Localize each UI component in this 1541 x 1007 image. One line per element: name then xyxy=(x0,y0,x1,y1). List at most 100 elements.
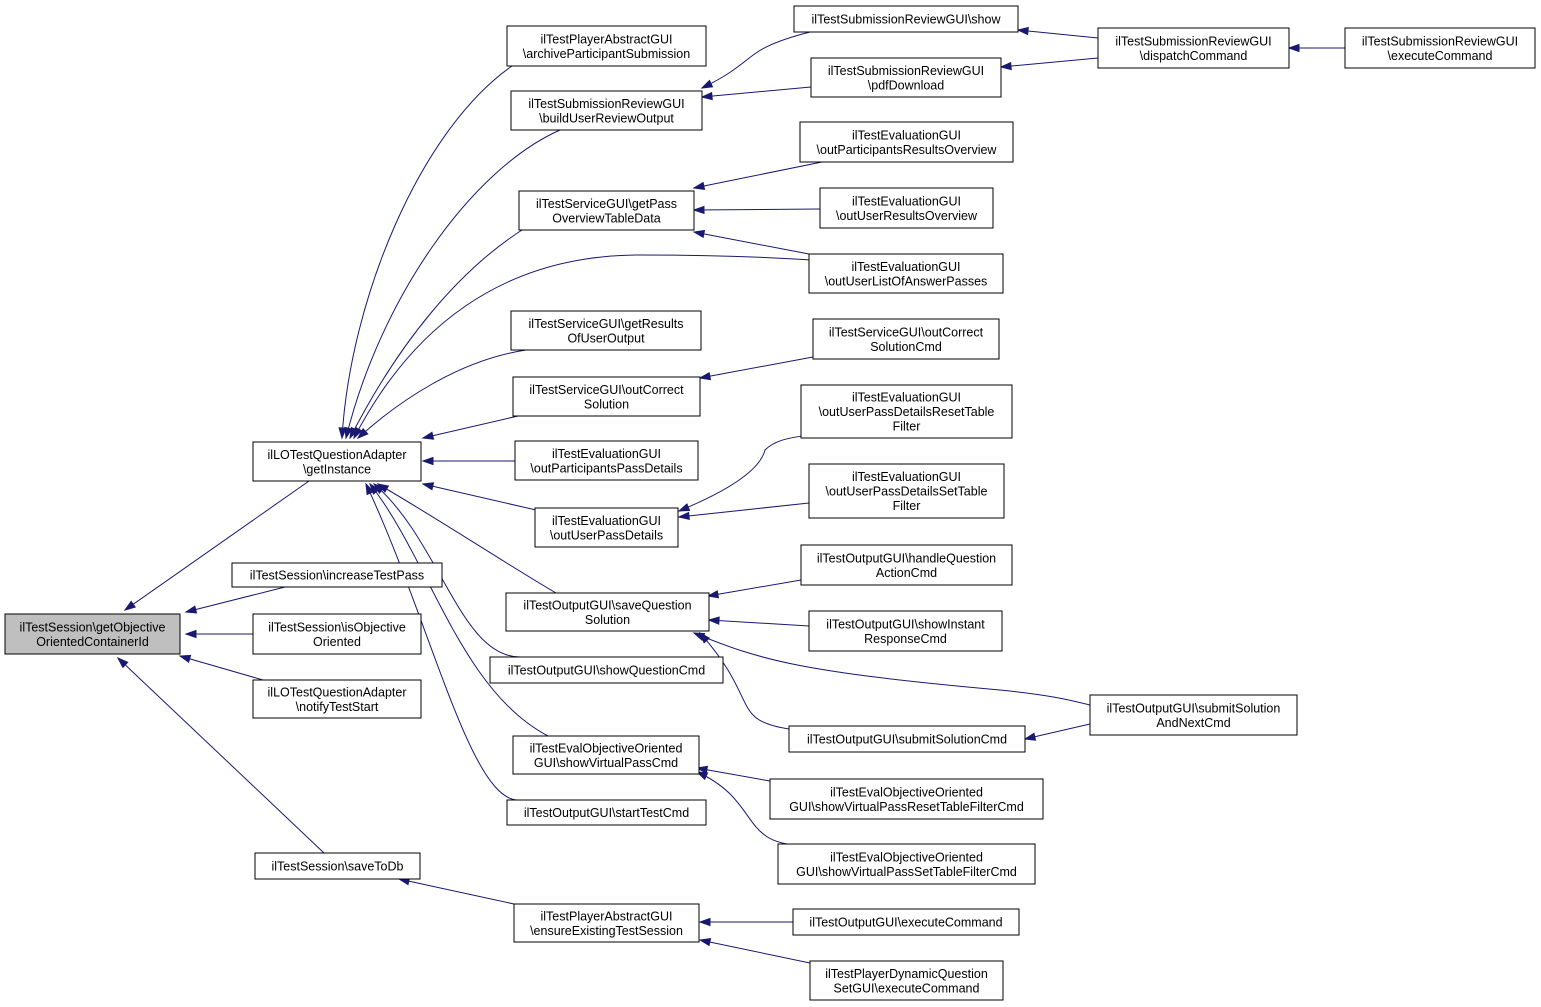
node-label-line: ilTestOutputGUI\startTestCmd xyxy=(524,806,689,820)
edge-line xyxy=(349,229,523,439)
node-review-dispatch[interactable]: ilTestSubmissionReviewGUI\dispatchComman… xyxy=(1097,27,1290,69)
edge-evalobj_showVirtual-to-adapter_getInstance xyxy=(369,482,549,737)
arrowhead-icon xyxy=(184,605,198,614)
node-label-line: ActionCmd xyxy=(876,566,937,580)
edge-line xyxy=(696,767,771,782)
node-evalobj-setFilter[interactable]: ilTestEvalObjectiveOrientedGUI\showVirtu… xyxy=(777,843,1036,885)
node-review-show[interactable]: ilTestSubmissionReviewGUI\show xyxy=(793,5,1019,33)
edge-line xyxy=(357,349,527,439)
edge-output_showInstant-to-output_saveQuestion xyxy=(707,616,810,627)
node-label-line: ilTestEvaluationGUI xyxy=(852,128,961,142)
arrowhead-icon xyxy=(698,938,712,947)
node-session-saveToDb[interactable]: ilTestSession\saveToDb xyxy=(254,852,421,880)
node-label-line: GUI\showVirtualPassResetTableFilterCmd xyxy=(789,800,1024,814)
node-label-line: ilTestOutputGUI\showInstant xyxy=(826,617,985,631)
node-player-archive[interactable]: ilTestPlayerAbstractGUI\archiveParticipa… xyxy=(506,25,707,67)
node-label-line: ilTestServiceGUI\getPass xyxy=(536,197,677,211)
edge-line xyxy=(696,771,803,846)
edge-output_submitNext-to-output_submitSolution xyxy=(1023,723,1091,741)
arrowhead-icon xyxy=(353,426,363,440)
edge-line xyxy=(1000,57,1099,68)
node-label-line: ilTestSession\isObjective xyxy=(268,620,406,634)
node-label-line: ilTestPlayerDynamicQuestion xyxy=(825,967,988,981)
node-output-submitSolution[interactable]: ilTestOutputGUI\submitSolutionCmd xyxy=(788,725,1026,753)
node-dynamic-executeCommand[interactable]: ilTestPlayerDynamicQuestionSetGUI\execut… xyxy=(809,960,1004,1001)
edge-adapter_notifyTestStart-to-root xyxy=(178,654,264,681)
node-eval-outUserList[interactable]: ilTestEvaluationGUI\outUserListOfAnswerP… xyxy=(808,253,1004,294)
node-output-startTestCmd[interactable]: ilTestOutputGUI\startTestCmd xyxy=(506,799,707,826)
arrowhead-icon xyxy=(677,503,691,512)
edge-line xyxy=(422,415,519,439)
node-box xyxy=(800,544,1013,586)
node-adapter-notifyTestStart[interactable]: ilLOTestQuestionAdapter\notifyTestStart xyxy=(252,679,422,719)
node-review-execute[interactable]: ilTestSubmissionReviewGUI\executeCommand xyxy=(1344,27,1536,69)
node-label-line: ilTestEvaluationGUI xyxy=(852,470,961,484)
node-box xyxy=(252,441,422,482)
node-label-line: GUI\showVirtualPassCmd xyxy=(534,756,678,770)
edge-line xyxy=(678,502,810,518)
node-label-line: \pdfDownload xyxy=(868,78,944,92)
node-session-increaseTestPass[interactable]: ilTestSession\increaseTestPass xyxy=(231,562,443,588)
edge-line xyxy=(701,86,812,98)
edge-eval_outUserList-to-adapter_getInstance xyxy=(353,254,812,440)
node-output-showQuestionCmd[interactable]: ilTestOutputGUI\showQuestionCmd xyxy=(489,656,724,684)
edge-line xyxy=(185,586,286,613)
node-label-line: ilTestServiceGUI\outCorrect xyxy=(829,325,984,339)
node-player-ensure[interactable]: ilTestPlayerAbstractGUI\ensureExistingTe… xyxy=(513,903,700,943)
node-label-line: ilTestEvalObjectiveOriented xyxy=(830,850,983,864)
node-root[interactable]: ilTestSession\getObjectiveOrientedContai… xyxy=(4,613,181,655)
node-evalobj-showVirtual[interactable]: ilTestEvalObjectiveOrientedGUI\showVirtu… xyxy=(512,735,700,775)
node-eval-outParticipantsResults[interactable]: ilTestEvaluationGUI\outParticipantsResul… xyxy=(799,121,1014,163)
edge-review_build-to-adapter_getInstance xyxy=(344,129,561,440)
node-output-executeCommand[interactable]: ilTestOutputGUI\executeCommand xyxy=(792,908,1020,936)
node-evalobj-resetFilter[interactable]: ilTestEvalObjectiveOrientedGUI\showVirtu… xyxy=(769,778,1044,820)
node-box xyxy=(1089,694,1298,736)
node-label-line: ResponseCmd xyxy=(864,632,947,646)
edge-line xyxy=(179,655,264,681)
node-label-line: SolutionCmd xyxy=(870,340,942,354)
node-eval-resetFilter[interactable]: ilTestEvaluationGUI\outUserPassDetailsRe… xyxy=(800,384,1013,439)
node-box xyxy=(510,90,703,131)
node-label-line: \ensureExistingTestSession xyxy=(530,924,683,938)
node-box xyxy=(252,613,422,655)
arrowhead-icon xyxy=(1023,732,1037,741)
edge-service_getResults-to-adapter_getInstance xyxy=(356,349,527,440)
arrowhead-icon xyxy=(1016,26,1029,36)
node-adapter-getInstance[interactable]: ilLOTestQuestionAdapter\getInstance xyxy=(252,441,422,482)
node-service-getPass[interactable]: ilTestServiceGUI\getPassOverviewTableDat… xyxy=(518,190,695,231)
node-label-line: \buildUserReviewOutput xyxy=(539,111,674,125)
node-label-line: \executeCommand xyxy=(1388,49,1493,63)
node-eval-outUserResults[interactable]: ilTestEvaluationGUI\outUserResultsOvervi… xyxy=(819,187,994,229)
node-label-line: OrientedContainerId xyxy=(36,635,149,649)
edge-line xyxy=(373,483,521,658)
node-review-pdf[interactable]: ilTestSubmissionReviewGUI\pdfDownload xyxy=(810,57,1002,98)
node-box xyxy=(810,57,1002,98)
edge-line xyxy=(693,161,823,189)
node-review-build[interactable]: ilTestSubmissionReviewGUI\buildUserRevie… xyxy=(510,90,703,131)
arrowhead-icon xyxy=(692,205,705,215)
edge-line xyxy=(693,208,821,211)
node-label-line: ilTestSubmissionReviewGUI xyxy=(1362,34,1518,48)
arrowhead-icon xyxy=(178,654,192,663)
node-box xyxy=(809,960,1004,1001)
node-label-line: Oriented xyxy=(313,635,361,649)
edge-eval_outParticipantsResults-to-service_getPass xyxy=(692,161,823,191)
node-eval-setFilter[interactable]: ilTestEvaluationGUI\outUserPassDetailsSe… xyxy=(808,463,1005,519)
node-eval-outParticipantsPass[interactable]: ilTestEvaluationGUI\outParticipantsPassD… xyxy=(514,440,699,481)
edge-review_dispatch-to-review_show xyxy=(1016,26,1099,39)
edge-eval_outParticipantsPass-to-adapter_getInstance xyxy=(421,456,515,466)
edge-layer xyxy=(116,26,1345,964)
node-label-line: ilTestOutputGUI\executeCommand xyxy=(809,916,1002,930)
edge-service_getPass-to-adapter_getInstance xyxy=(349,229,523,440)
node-eval-outUserPassDetails[interactable]: ilTestEvaluationGUI\outUserPassDetails xyxy=(534,507,679,548)
edge-line xyxy=(707,579,802,597)
